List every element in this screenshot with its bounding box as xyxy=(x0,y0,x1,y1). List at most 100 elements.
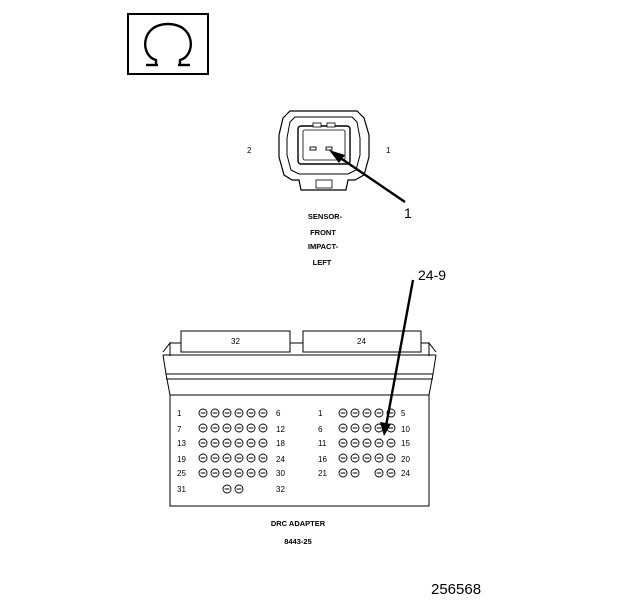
pin-socket xyxy=(246,453,256,463)
pin-socket xyxy=(198,423,208,433)
row-start-label: 1 xyxy=(318,409,323,418)
ohm-icon xyxy=(144,22,192,67)
pin-socket xyxy=(386,438,396,448)
pin-socket xyxy=(338,438,348,448)
right-pin-block xyxy=(338,408,396,478)
pin-socket xyxy=(386,423,396,433)
adapter-callout: 24-9 xyxy=(380,267,446,436)
adapter-callout-label: 24-9 xyxy=(418,267,446,283)
row-start-label: 13 xyxy=(177,439,186,448)
adapter-part-number: 8443-25 xyxy=(284,537,312,546)
pin-socket xyxy=(362,408,372,418)
pin-socket xyxy=(374,468,384,478)
pin-socket xyxy=(246,423,256,433)
row-end-label: 6 xyxy=(276,409,281,418)
pin-socket xyxy=(234,423,244,433)
row-start-label: 7 xyxy=(177,425,182,434)
adapter-caption: DRC ADAPTER 8443-25 xyxy=(271,519,326,546)
left-block-start-labels: 1 7 13 19 25 31 xyxy=(177,409,186,494)
pin-socket xyxy=(222,453,232,463)
pin-socket xyxy=(246,408,256,418)
pin-socket xyxy=(234,484,244,494)
adapter-header-right: 24 xyxy=(357,337,366,346)
pin-socket xyxy=(246,468,256,478)
row-start-label: 31 xyxy=(177,485,186,494)
pin-socket xyxy=(374,408,384,418)
pin-socket xyxy=(350,453,360,463)
sensor-connector: 2 1 xyxy=(247,110,391,191)
drc-adapter: 32 24 1 7 13 19 25 31 6 12 18 24 30 32 xyxy=(162,330,437,507)
sensor-pin-label-1: 1 xyxy=(386,146,391,155)
pin-socket xyxy=(386,408,396,418)
pin-socket xyxy=(210,408,220,418)
pin-socket xyxy=(258,408,268,418)
pin-socket xyxy=(222,408,232,418)
pin-socket xyxy=(222,423,232,433)
row-end-label: 20 xyxy=(401,455,410,464)
sensor-label-line: FRONT xyxy=(310,228,336,237)
pin-socket xyxy=(234,438,244,448)
pin-socket xyxy=(258,453,268,463)
row-end-label: 30 xyxy=(276,469,285,478)
pin-socket xyxy=(210,468,220,478)
pin-socket xyxy=(198,453,208,463)
pin-socket xyxy=(362,438,372,448)
right-block-end-labels: 5 10 15 20 24 xyxy=(401,409,410,478)
row-start-label: 19 xyxy=(177,455,186,464)
pin-socket xyxy=(338,468,348,478)
row-end-label: 12 xyxy=(276,425,285,434)
figure-number: 256568 xyxy=(431,581,481,598)
pin-socket xyxy=(362,423,372,433)
pin-socket xyxy=(258,423,268,433)
pin-socket xyxy=(198,408,208,418)
row-start-label: 16 xyxy=(318,455,327,464)
pin-socket xyxy=(350,468,360,478)
row-end-label: 18 xyxy=(276,439,285,448)
row-start-label: 1 xyxy=(177,409,182,418)
row-end-label: 32 xyxy=(276,485,285,494)
sensor-pin-label-2: 2 xyxy=(247,146,252,155)
sensor-callout: 1 xyxy=(329,150,412,221)
adapter-title: DRC ADAPTER xyxy=(271,519,326,528)
pin-socket xyxy=(374,423,384,433)
pin-socket xyxy=(222,468,232,478)
pin-socket xyxy=(210,453,220,463)
pin-socket xyxy=(338,408,348,418)
pin-socket xyxy=(338,453,348,463)
pin-socket xyxy=(386,468,396,478)
pin-socket xyxy=(350,408,360,418)
left-block-end-labels: 6 12 18 24 30 32 xyxy=(276,409,285,494)
row-end-label: 24 xyxy=(401,469,410,478)
adapter-header-left: 32 xyxy=(231,337,240,346)
pin-socket xyxy=(198,468,208,478)
pin-socket xyxy=(258,468,268,478)
pin-socket xyxy=(222,484,232,494)
row-end-label: 10 xyxy=(401,425,410,434)
row-end-label: 5 xyxy=(401,409,406,418)
sensor-label: SENSOR- FRONT IMPACT- LEFT xyxy=(308,212,343,267)
sensor-label-line: SENSOR- xyxy=(308,212,343,221)
pin-socket xyxy=(210,438,220,448)
pin-socket xyxy=(350,423,360,433)
ohmmeter-symbol xyxy=(127,13,209,75)
pin-socket xyxy=(222,438,232,448)
pin-socket xyxy=(350,438,360,448)
pin-socket xyxy=(362,453,372,463)
pin-socket xyxy=(258,438,268,448)
row-end-label: 15 xyxy=(401,439,410,448)
row-start-label: 25 xyxy=(177,469,186,478)
sensor-label-line: IMPACT- xyxy=(308,242,339,251)
pin-socket xyxy=(374,453,384,463)
row-start-label: 6 xyxy=(318,425,323,434)
sensor-label-line: LEFT xyxy=(313,258,332,267)
pin-socket xyxy=(198,438,208,448)
pin-socket xyxy=(338,423,348,433)
row-start-label: 11 xyxy=(318,439,327,448)
pin-socket xyxy=(210,423,220,433)
row-start-label: 21 xyxy=(318,469,327,478)
pin-socket xyxy=(386,453,396,463)
pin-socket xyxy=(234,468,244,478)
pin-socket xyxy=(246,438,256,448)
pin-socket xyxy=(374,438,384,448)
